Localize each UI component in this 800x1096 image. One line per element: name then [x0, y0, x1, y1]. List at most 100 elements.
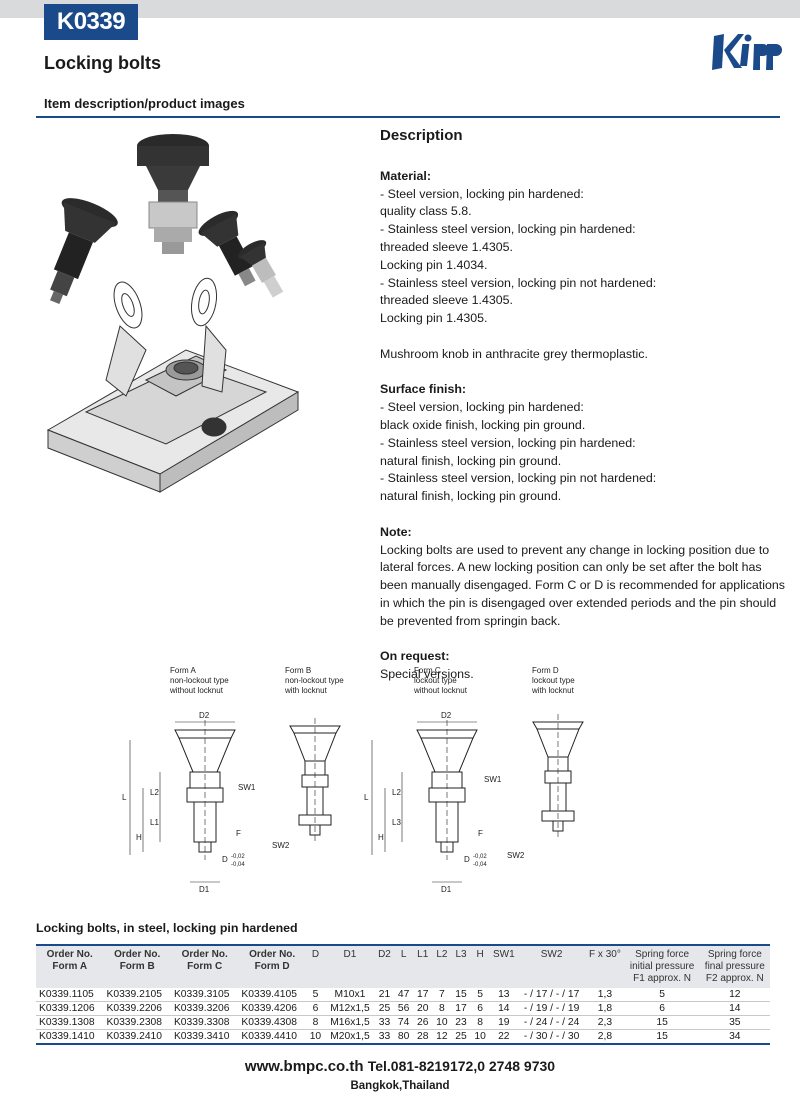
- description-heading: Description: [380, 127, 463, 144]
- material-line: - Stainless steel version, locking pin h…: [380, 222, 636, 237]
- surface-line: natural finish, locking pin ground.: [380, 489, 562, 504]
- cell-d2: 21: [378, 989, 391, 1000]
- cell-sw1: 22: [498, 1031, 510, 1042]
- svg-text:L2: L2: [392, 788, 401, 797]
- cell-spring-initial: 15: [656, 1017, 668, 1028]
- product-photo-bolt-3: [198, 210, 256, 287]
- cell-h: 6: [477, 1003, 484, 1014]
- col-d: D: [311, 949, 320, 960]
- cell-spring-final: 35: [729, 1017, 741, 1028]
- cell-l: 56: [397, 1003, 410, 1014]
- description-panel: Description Material: - Steel version, l…: [380, 127, 800, 702]
- svg-text:with locknut: with locknut: [531, 686, 575, 695]
- request-text: Special versions.: [380, 667, 474, 682]
- cell-order-d: K0339.4410: [241, 1031, 297, 1042]
- svg-text:-0,04: -0,04: [231, 862, 245, 868]
- svg-text:D1: D1: [441, 885, 452, 894]
- col-l3: L3: [455, 949, 467, 960]
- cell-order-d: K0339.4308: [241, 1017, 297, 1028]
- cell-order-b: K0339.2410: [106, 1031, 163, 1042]
- svg-text:non-lockout type: non-lockout type: [170, 676, 229, 685]
- cell-d1: M12x1,5: [330, 1003, 370, 1014]
- table-row: K0339.1206 K0339.2206 K0339.3206 K0339.4…: [36, 1002, 770, 1016]
- cell-order-b: K0339.2206: [106, 1003, 163, 1014]
- cell-l: 74: [397, 1017, 410, 1028]
- table-row: K0339.1105 K0339.2105 K0339.3105 K0339.4…: [36, 988, 770, 1002]
- svg-text:D1: D1: [199, 885, 210, 894]
- footer-contact: www.bmpc.co.th Tel.081-8219172,0 2748 97…: [0, 1058, 800, 1075]
- cell-l2: 10: [436, 1017, 448, 1028]
- svg-text:L: L: [122, 793, 127, 802]
- col-sw1: SW1: [492, 949, 515, 960]
- svg-text:-0,02: -0,02: [231, 854, 245, 860]
- svg-text:lockout type: lockout type: [532, 676, 575, 685]
- cell-h: 10: [474, 1031, 486, 1042]
- cell-d: 8: [312, 1017, 319, 1028]
- footer-website[interactable]: www.bmpc.co.th: [244, 1058, 364, 1075]
- cell-spring-initial: 15: [656, 1031, 668, 1042]
- cell-sw2: - / 19 / - / 19: [523, 1003, 580, 1014]
- material-line: threaded sleeve 1.4305.: [380, 293, 513, 308]
- cell-spring-final: 34: [729, 1031, 741, 1042]
- cell-d2: 33: [378, 1031, 391, 1042]
- cell-l3: 17: [455, 1003, 467, 1014]
- form-d-sw2-label: SW2: [507, 851, 525, 860]
- cell-sw2: - / 30 / - / 30: [523, 1031, 580, 1042]
- cell-d1: M20x1,5: [330, 1031, 370, 1042]
- col-l2: L2: [436, 949, 448, 960]
- svg-text:non-lockout type: non-lockout type: [285, 676, 344, 685]
- surface-line: - Steel version, locking pin hardened:: [380, 400, 584, 415]
- cell-d1: M10x1: [334, 989, 366, 1000]
- cell-l1: 20: [417, 1003, 429, 1014]
- cell-f: 1,8: [597, 1003, 613, 1014]
- table-row: K0339.1308 K0339.2308 K0339.3308 K0339.4…: [36, 1016, 770, 1030]
- cell-spring-final: 14: [729, 1003, 741, 1014]
- table-row: K0339.1410 K0339.2410 K0339.3410 K0339.4…: [36, 1030, 770, 1044]
- svg-text:L: L: [364, 793, 369, 802]
- knob-block: Mushroom knob in anthracite grey thermop…: [380, 346, 800, 364]
- product-photo-bolt-1: [137, 134, 209, 254]
- surface-line: - Stainless steel version, locking pin n…: [380, 471, 657, 486]
- svg-text:Form C: Form C: [414, 666, 441, 675]
- material-block: Material: - Steel version, locking pin h…: [380, 168, 800, 328]
- section-heading: Item description/product images: [44, 96, 245, 111]
- top-bar: [0, 0, 800, 18]
- cell-order-b: K0339.2105: [106, 989, 163, 1000]
- cell-l: 80: [397, 1031, 410, 1042]
- cell-sw2: - / 24 / - / 24: [523, 1017, 580, 1028]
- cell-order-b: K0339.2308: [106, 1017, 163, 1028]
- form-b-sw2-label: SW2: [272, 841, 290, 850]
- note-block: Note: Locking bolts are used to prevent …: [380, 524, 800, 631]
- svg-text:D: D: [464, 855, 470, 864]
- col-f: F x 30°: [589, 949, 621, 960]
- col-d2: D2: [378, 949, 391, 960]
- form-b-drawing: [289, 718, 341, 842]
- svg-text:Form B: Form B: [285, 666, 311, 675]
- cell-spring-final: 12: [729, 989, 741, 1000]
- cell-order-a: K0339.1308: [39, 1017, 95, 1028]
- svg-text:D2: D2: [199, 711, 210, 720]
- form-d-label: Form D lockout type with locknut: [531, 666, 575, 695]
- col-h: H: [476, 949, 484, 960]
- cell-order-a: K0339.1206: [39, 1003, 95, 1014]
- form-d-drawing: [532, 714, 584, 838]
- cell-l2: 8: [439, 1003, 445, 1014]
- product-photo-fixture: [46, 277, 300, 493]
- form-b-label: Form B non-lockout type with locknut: [284, 666, 344, 695]
- col-sw2: SW2: [540, 949, 563, 960]
- cell-d1: M16x1,5: [330, 1017, 370, 1028]
- material-line: threaded sleeve 1.4305.: [380, 239, 513, 254]
- cell-order-d: K0339.4206: [241, 1003, 297, 1014]
- cell-sw1: 14: [498, 1003, 510, 1014]
- material-line: Locking pin 1.4034.: [380, 257, 488, 272]
- cell-order-d: K0339.4105: [241, 989, 297, 1000]
- request-heading: On request:: [380, 649, 450, 664]
- table-header-row: Order No.Form A Order No.Form B Order No…: [36, 945, 770, 988]
- svg-text:D: D: [222, 855, 228, 864]
- product-code-tab: K0339: [44, 4, 138, 40]
- footer-phone: Tel.081-8219172,0 2748 9730: [367, 1058, 556, 1074]
- col-form-d: Order No.Form D: [249, 949, 296, 972]
- cell-h: 8: [477, 1017, 484, 1028]
- cell-f: 2,8: [597, 1031, 613, 1042]
- cell-d2: 25: [378, 1003, 391, 1014]
